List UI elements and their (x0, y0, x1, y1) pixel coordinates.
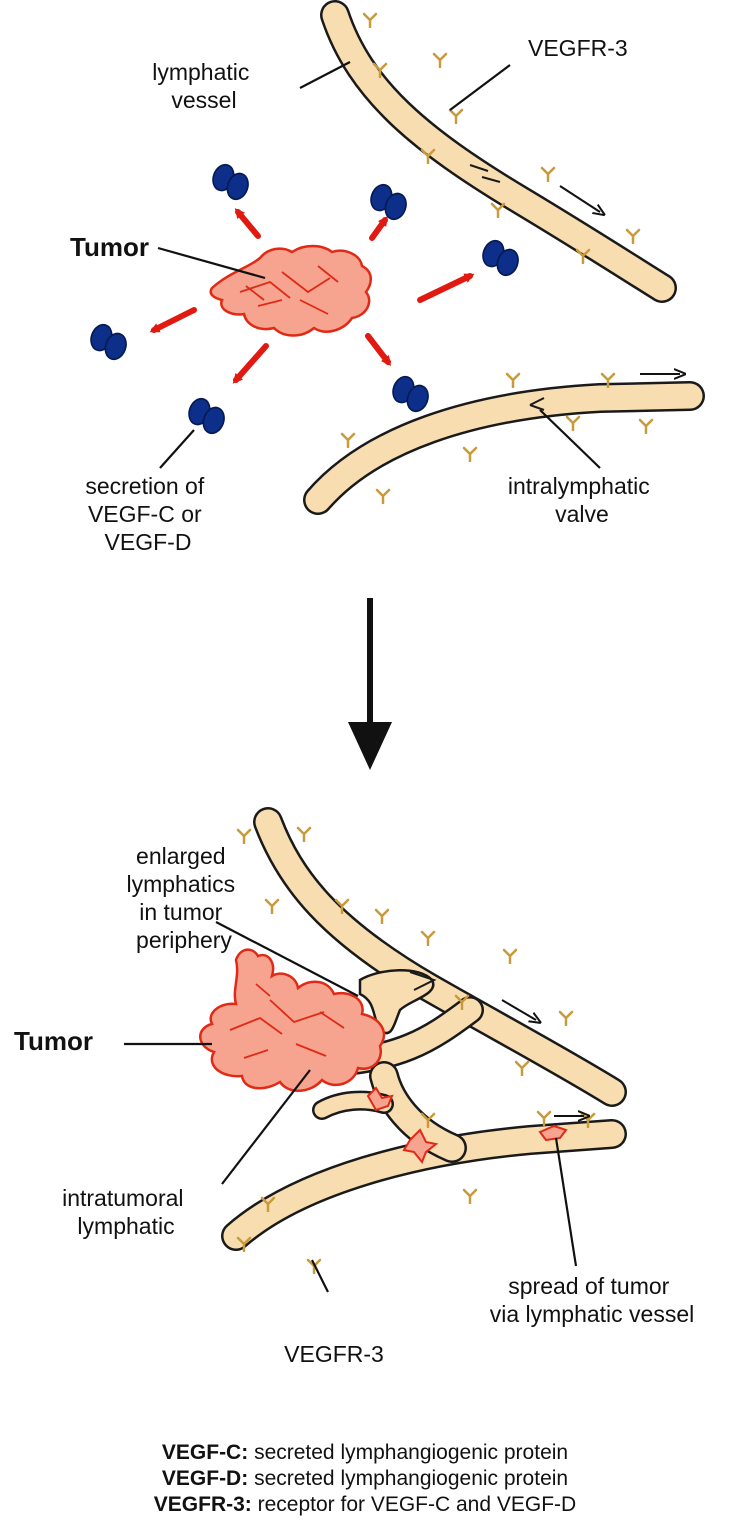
tumor-top (211, 246, 371, 336)
transition-arrow (348, 598, 392, 770)
legend-term: VEGF-C: (162, 1441, 248, 1464)
legend-row: VEGF-D: secreted lymphangiogenic protein (0, 1466, 730, 1492)
label-spread-of-tumor: spread of tumor via lymphatic vessel (490, 1273, 695, 1327)
legend-definition: secreted lymphangiogenic protein (254, 1467, 568, 1490)
legend: VEGF-C: secreted lymphangiogenic protein… (0, 1440, 730, 1518)
tumor-bottom (200, 950, 384, 1091)
bottom-panel: enlarged lymphatics in tumor periphery T… (14, 822, 694, 1367)
legend-row: VEGF-C: secreted lymphangiogenic protein (0, 1440, 730, 1466)
label-vegfr3-top: VEGFR-3 (528, 35, 628, 61)
label-intratumoral-lymphatic: intratumoral lymphatic (62, 1185, 190, 1239)
legend-term: VEGFR-3: (154, 1493, 252, 1516)
label-tumor-bottom: Tumor (14, 1026, 93, 1056)
legend-definition: secreted lymphangiogenic protein (254, 1441, 568, 1464)
label-vegfr3-bottom: VEGFR-3 (284, 1341, 384, 1367)
label-lymphatic-vessel: lymphatic vessel (152, 59, 256, 113)
label-intralymphatic-valve: intralymphatic valve (508, 473, 656, 527)
legend-term: VEGF-D: (162, 1467, 248, 1490)
flow-arrow-top (560, 186, 600, 212)
top-panel: lymphatic vessel VEGFR-3 Tumor secretion… (70, 14, 690, 555)
legend-definition: receptor for VEGF-C and VEGF-D (258, 1493, 577, 1516)
label-tumor-top: Tumor (70, 232, 149, 262)
label-enlarged-lymphatics: enlarged lymphatics in tumor periphery (126, 843, 241, 953)
lymphangiogenesis-diagram: lymphatic vessel VEGFR-3 Tumor secretion… (0, 0, 730, 1440)
label-secretion: secretion of VEGF-C or VEGF-D (85, 473, 210, 555)
legend-row: VEGFR-3: receptor for VEGF-C and VEGF-D (0, 1492, 730, 1518)
